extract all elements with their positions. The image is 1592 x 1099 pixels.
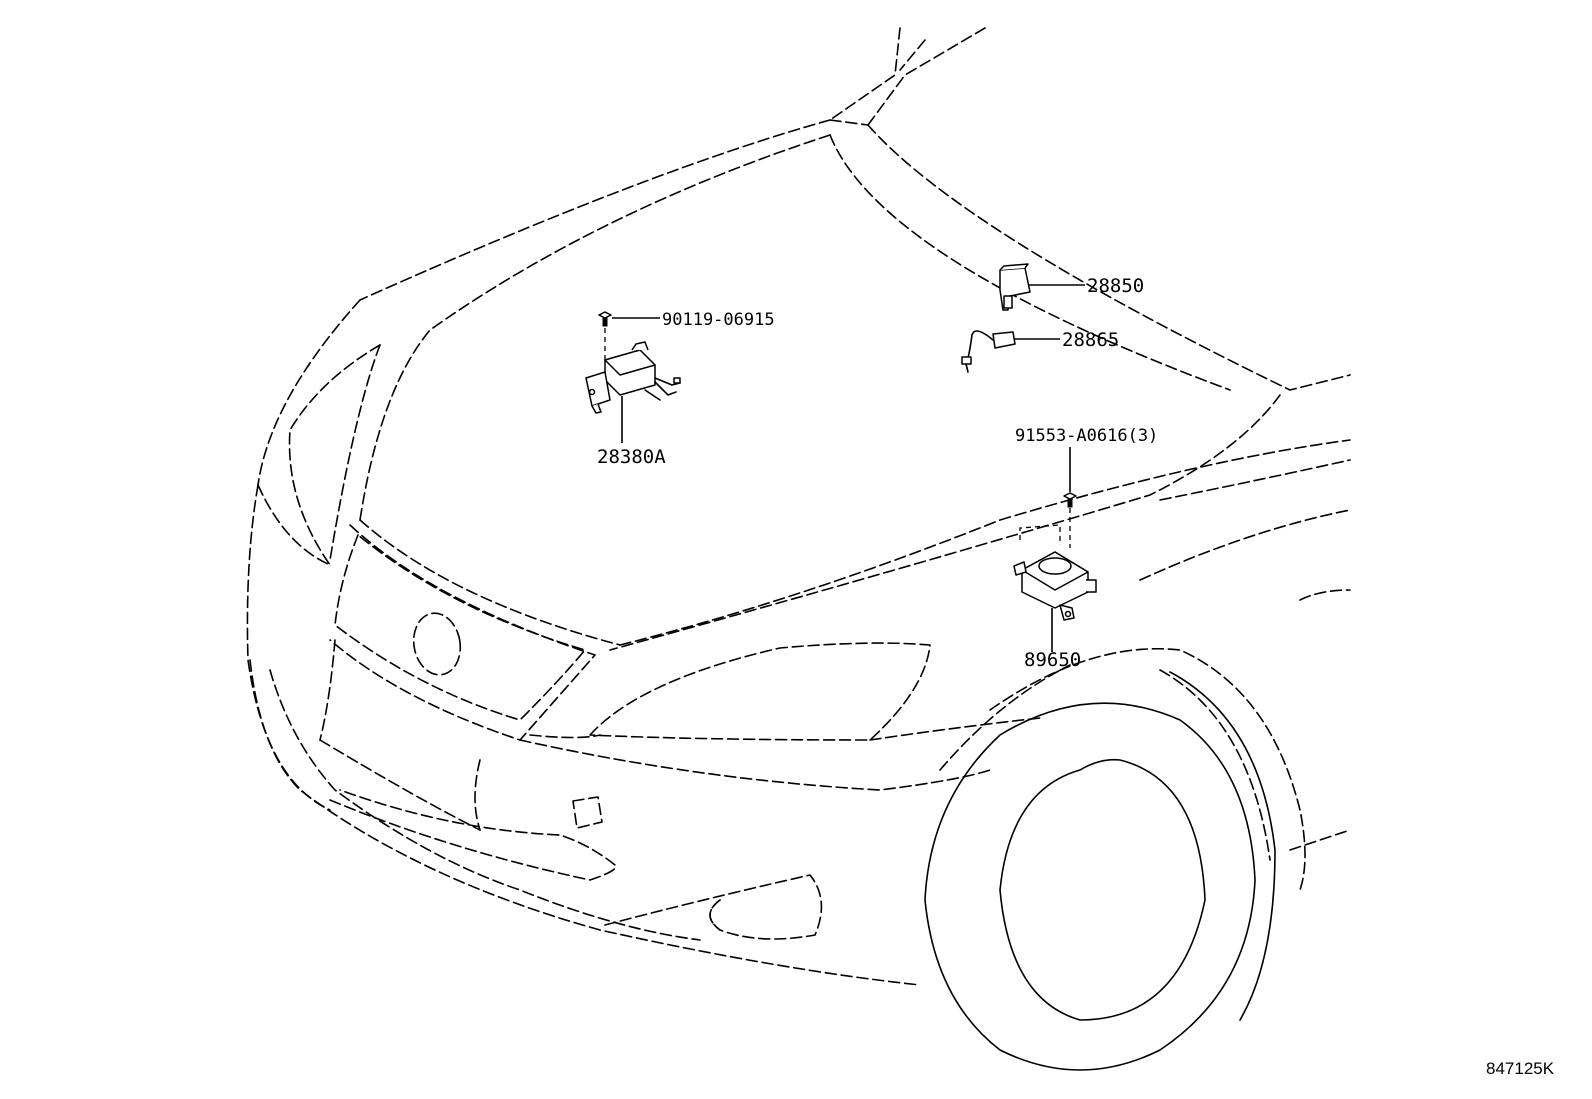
callout-91553-a0616: 91553-A0616(3) [1015, 426, 1158, 446]
callout-28850: 28850 [1087, 275, 1144, 297]
callout-89650: 89650 [1024, 649, 1081, 671]
part-90119-06915-bolt [598, 311, 612, 327]
callout-28865: 28865 [1062, 329, 1119, 351]
part-89650-shape [1013, 508, 1097, 621]
part-91553-a0616-bolt [1063, 492, 1077, 508]
callout-90119-06915: 90119-06915 [662, 310, 775, 330]
part-28850-shape [999, 263, 1031, 311]
callout-28380a: 28380A [597, 446, 666, 468]
part-28380a-shape [585, 341, 681, 414]
part-28865-shape [961, 330, 1016, 373]
diagram-number: 847125K [1486, 1059, 1555, 1078]
vehicle-outline [246, 27, 1351, 1071]
